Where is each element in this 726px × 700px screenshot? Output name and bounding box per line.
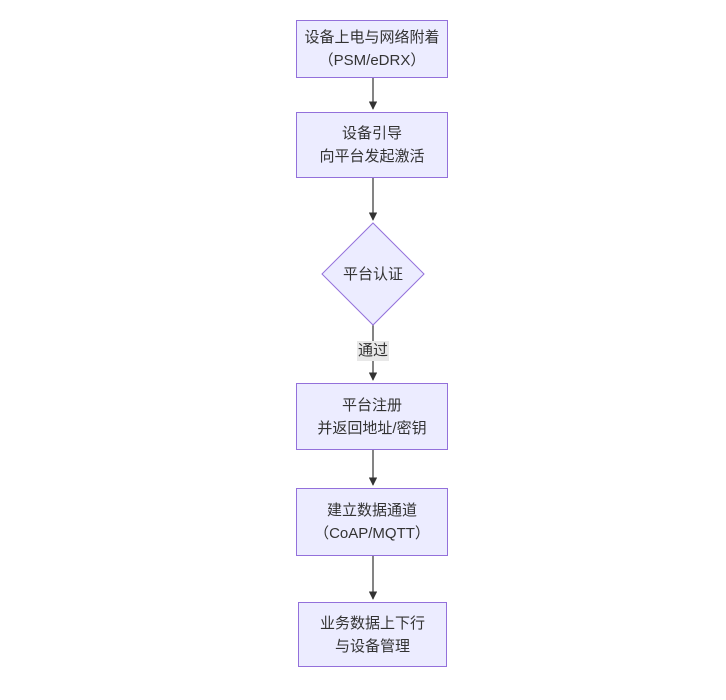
decision-platform-auth-label: 平台认证: [342, 266, 403, 283]
node-line: 与设备管理: [334, 637, 410, 655]
node-line: 向平台发起激活: [319, 148, 425, 165]
node-platform-register: 平台注册 并返回地址/密钥: [296, 383, 448, 450]
node-bootstrap: 设备引导 向平台发起激活: [296, 112, 448, 178]
node-power-attach: 设备上电与网络附着 （PSM/eDRX）: [296, 20, 448, 78]
node-line: 设备上电与网络附着: [304, 29, 440, 46]
node-line: 业务数据上下行: [319, 614, 425, 632]
node-line: （PSM/eDRX）: [318, 52, 426, 69]
node-business-data: 业务数据上下行 与设备管理: [298, 602, 447, 667]
node-line: 设备引导: [341, 125, 402, 142]
node-line: 建立数据通道: [326, 502, 417, 519]
node-line: （CoAP/MQTT）: [314, 525, 430, 542]
node-data-channel: 建立数据通道 （CoAP/MQTT）: [296, 488, 448, 556]
node-line: 平台注册: [341, 396, 402, 414]
node-line: 并返回地址/密钥: [317, 419, 427, 437]
decision-diamond: [321, 222, 425, 326]
edge-label-pass: 通过: [356, 341, 390, 361]
